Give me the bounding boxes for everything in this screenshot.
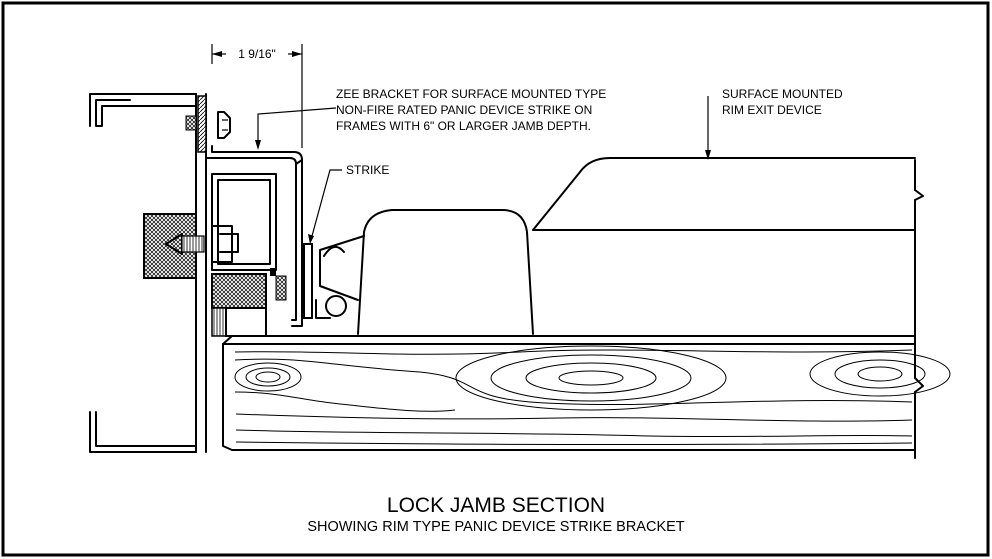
exit-device-callout-line-2: RIM EXIT DEVICE bbox=[722, 103, 822, 117]
filler-crosshatch bbox=[211, 273, 267, 309]
dimension-label: 1 9/16" bbox=[238, 47, 276, 61]
exit-device-callout-line-1: SURFACE MOUNTED bbox=[722, 87, 843, 101]
zee-bracket-callout-line-1: ZEE BRACKET FOR SURFACE MOUNTED TYPE bbox=[336, 87, 606, 101]
wood-door-slab bbox=[222, 159, 951, 459]
steel-frame-jamb bbox=[89, 93, 231, 453]
zee-bracket bbox=[205, 145, 313, 327]
wall-anchor-assembly bbox=[143, 173, 287, 337]
strike-plate bbox=[303, 243, 313, 319]
wood-grain bbox=[234, 345, 951, 446]
dimension-1-9-16 bbox=[211, 44, 303, 148]
filler-vertical bbox=[211, 307, 227, 337]
drawing-title: LOCK JAMB SECTION bbox=[387, 494, 605, 517]
drawing-subtitle: SHOWING RIM TYPE PANIC DEVICE STRIKE BRA… bbox=[307, 519, 684, 535]
frame-anchor-hatched bbox=[197, 95, 207, 153]
zee-bracket-callout-line-2: NON-FIRE RATED PANIC DEVICE STRIKE ON bbox=[336, 103, 592, 117]
leader-lines bbox=[255, 96, 711, 244]
frame-screw bbox=[185, 115, 197, 131]
stop-block bbox=[225, 307, 267, 337]
strike-callout: STRIKE bbox=[346, 163, 389, 177]
zee-bracket-callout-line-3: FRAMES WITH 6" OR LARGER JAMB DEPTH. bbox=[336, 119, 591, 133]
rim-exit-device bbox=[315, 157, 916, 335]
